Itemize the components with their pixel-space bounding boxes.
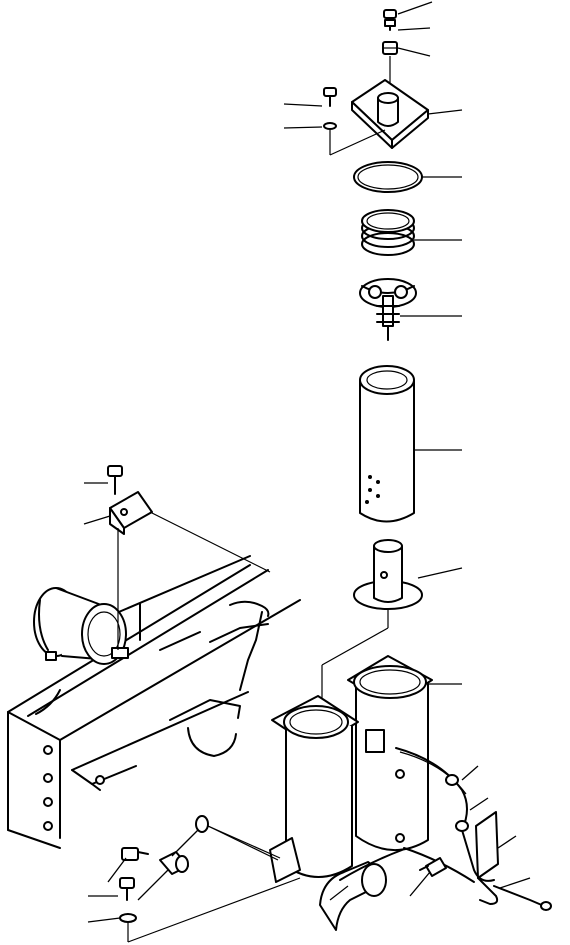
valve-assembly (359, 278, 417, 341)
hose-fitting (121, 847, 149, 861)
left-housing (269, 695, 359, 883)
leader-harness-box (497, 835, 517, 849)
harness-end (493, 885, 552, 911)
leader-harness (469, 797, 489, 811)
spring (361, 209, 415, 256)
center-pipe (353, 539, 423, 610)
leader-left-washer-top (283, 126, 323, 129)
leader-left-bracket (83, 515, 111, 525)
leader-harness-end (499, 877, 531, 889)
leader-small-oring (171, 829, 199, 857)
leader-center-pipe (417, 567, 463, 579)
elbow-fitting (319, 861, 387, 931)
hose-clamp (159, 851, 189, 875)
filter-case (347, 655, 433, 851)
leader-harness-clip (461, 765, 479, 781)
filter-element (359, 365, 415, 523)
bolt-top (382, 41, 398, 55)
leader-hose-clamp (137, 869, 169, 901)
leader-small-bolt-top (397, 1, 433, 15)
leader-bolt-top (397, 47, 431, 57)
left-bracket (107, 465, 153, 650)
callout-leaders (83, 1, 531, 923)
o-ring (353, 161, 423, 193)
leader-bolt-top-a (397, 27, 431, 31)
small-bolt-top (383, 9, 397, 31)
leader-hose-fitting (107, 857, 127, 883)
left-bolt-top (323, 87, 386, 156)
cover-plate (351, 79, 429, 149)
bottom-bolt (119, 877, 135, 901)
leader-bottom-washer (87, 917, 121, 923)
small-oring (195, 815, 209, 833)
leader-fitting-bottom (409, 871, 431, 897)
motor-housing (33, 587, 129, 665)
fitting-bottom (419, 857, 447, 877)
harness (339, 747, 499, 905)
leader-cover-plate (427, 109, 463, 115)
machine-frame (7, 555, 301, 849)
leader-left-bolt-top (283, 103, 323, 107)
bottom-washer (119, 877, 301, 943)
